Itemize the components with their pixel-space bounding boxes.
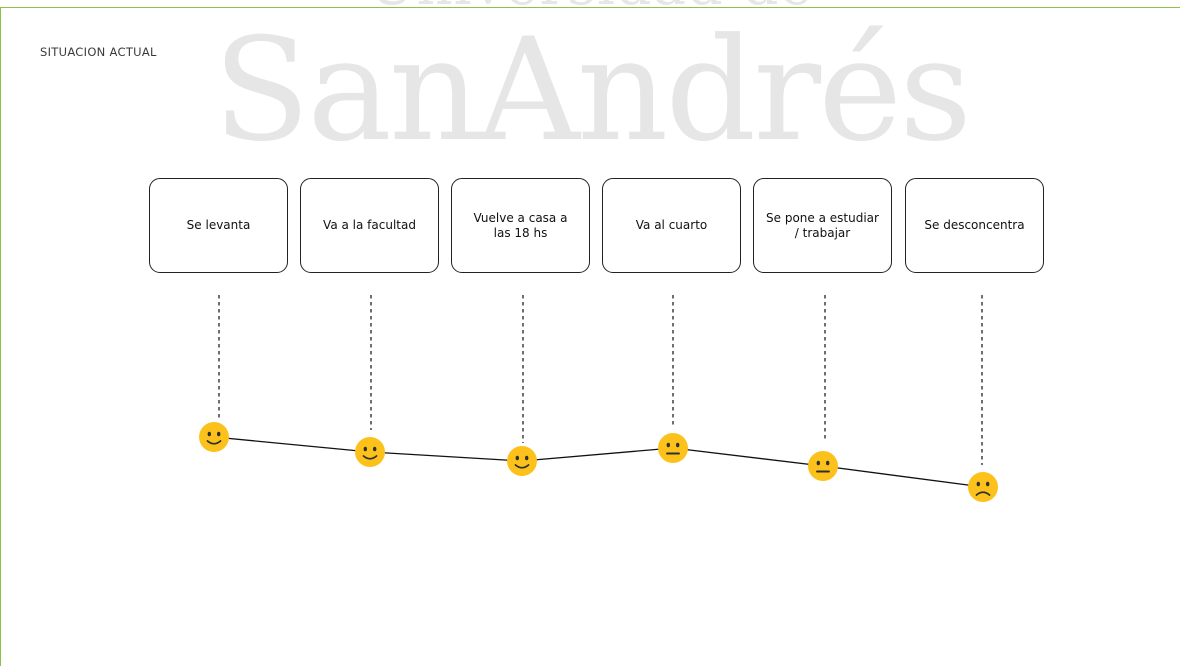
step-label: Vuelve a casa a las 18 hs [473,210,568,240]
step-box-1[interactable]: Se levanta [149,178,288,273]
section-label: SITUACION ACTUAL [40,45,157,59]
mood-trend-line [213,436,984,488]
step-box-2[interactable]: Va a la facultad [300,178,439,273]
slightly-frowning-face-icon [968,472,998,502]
step-label: Se pone a estudiar / trabajar [766,210,879,240]
step-label: Va al cuarto [635,218,708,232]
neutral-face-icon [658,433,688,463]
frame-border [0,7,1180,666]
connector-lines [218,295,983,465]
step-box-4[interactable]: Va al cuarto [602,178,741,273]
neutral-face-icon [808,451,838,481]
step-label: Va a la facultad [323,218,416,232]
step-label: Se desconcentra [924,218,1025,232]
slightly-smiling-face-icon [355,437,385,467]
step-box-5[interactable]: Se pone a estudiar / trabajar [753,178,892,273]
step-label: Se levanta [186,218,251,232]
step-box-6[interactable]: Se desconcentra [905,178,1044,273]
step-box-3[interactable]: Vuelve a casa a las 18 hs [451,178,590,273]
slightly-smiling-face-icon [199,422,229,452]
slightly-smiling-face-icon [507,446,537,476]
